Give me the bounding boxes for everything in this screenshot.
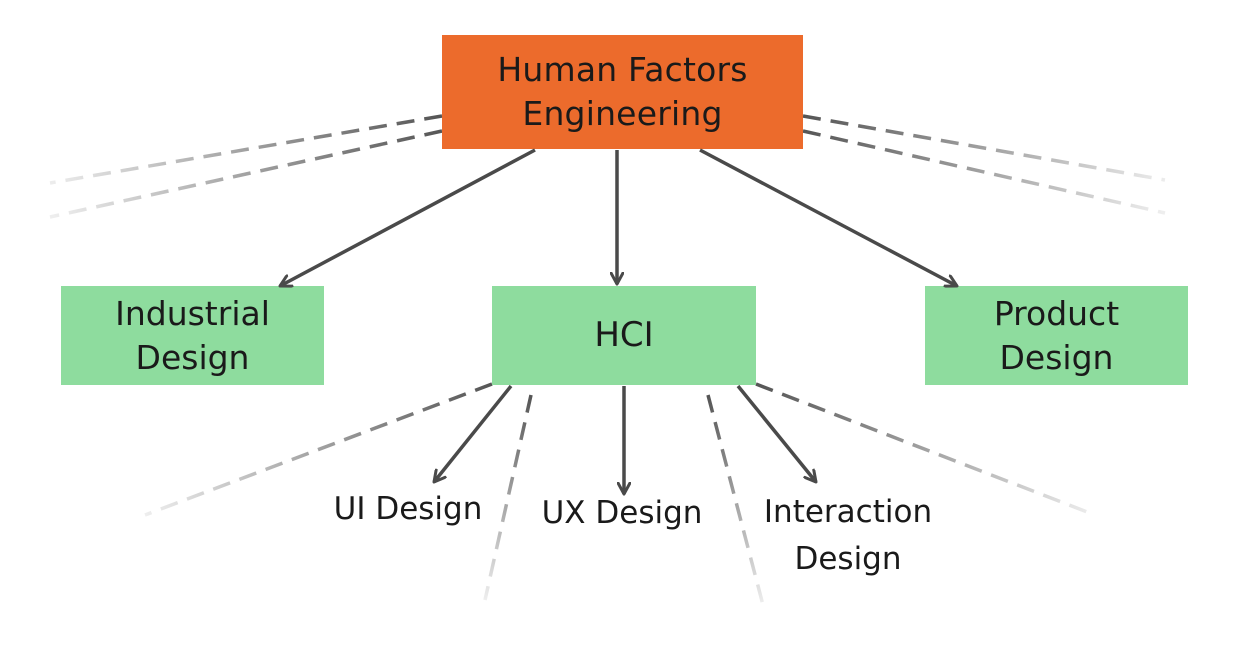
industrial-design-node: Industrial Design [61,286,324,385]
arrow-root-to-industrial [280,148,536,286]
dashed-line [49,114,443,185]
interaction-design-label: Interaction Design [763,494,933,577]
arrow-hci-to-interaction [736,384,816,482]
product-design-label: Product Design [993,293,1120,377]
arrow-hci-to-ui [434,384,513,482]
hci-label: HCI [594,315,654,356]
ux-design-label: UX Design [541,495,703,531]
product-design-node: Product Design [925,286,1188,385]
product-design-box [925,286,1188,385]
root-node: Human Factors Engineering [442,35,803,149]
dashed-line [49,129,443,219]
hci-node: HCI [492,286,756,385]
hci-box [492,286,756,385]
root-node-label: Human Factors Engineering [497,50,748,133]
dashed-line [706,394,765,606]
dashed-line [755,382,1096,517]
dashed-line [802,129,1166,215]
industrial-design-box [61,286,324,385]
arrow-root-to-product [699,148,957,286]
dashed-line [802,114,1166,182]
root-box [442,35,803,149]
dashed-line [144,382,493,517]
dashed-line [483,394,533,601]
ui-design-label: UI Design [333,491,483,527]
industrial-design-label: Industrial Design [115,293,270,377]
